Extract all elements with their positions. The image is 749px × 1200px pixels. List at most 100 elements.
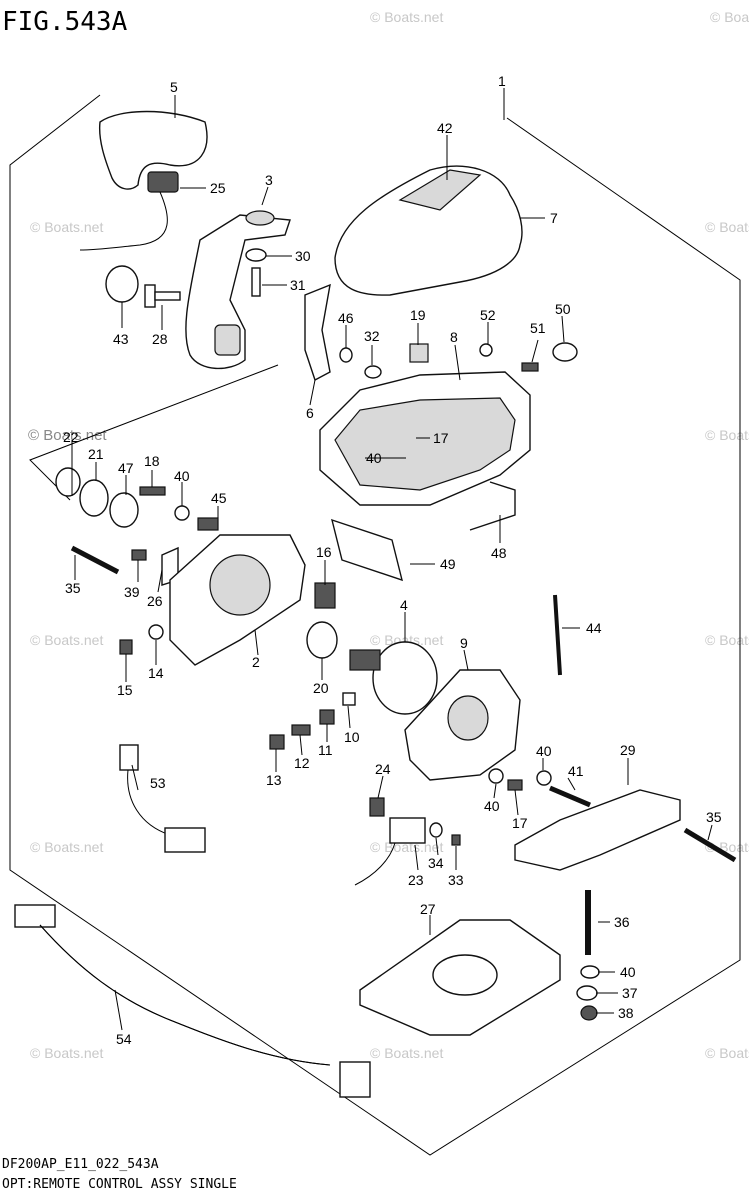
watermark: © Boats.net [370,9,443,25]
watermark: © Boats.net [30,219,103,235]
callout-38: 38 [618,1005,634,1021]
part-10-cap [342,692,356,706]
callout-13: 13 [266,772,282,788]
part-22-snap-ring [55,467,81,497]
callout-40: 40 [174,468,190,484]
part-35b-bolt [683,827,737,863]
part-16-switch [314,582,336,609]
part-39-screw [131,549,147,561]
part-32-screw [364,365,382,379]
callout-43: 43 [113,331,129,347]
part-28-bolt [144,284,181,308]
part-50-clamp [552,342,578,362]
leader-lines [71,95,713,1031]
callout-45: 45 [211,490,227,506]
part-38-nut [580,1005,598,1021]
callout-24: 24 [375,761,391,777]
part-21-washer [79,479,109,517]
watermark: © Boats.net [705,427,749,443]
watermark: © Boats.net [30,1045,103,1061]
watermark: © Boats.net [370,1045,443,1061]
callout-5: 5 [170,79,178,95]
watermark: © Boats.net [705,1045,749,1061]
part-40d-washer [580,965,600,979]
callout-30: 30 [295,248,311,264]
part-6-spring-clip [304,283,331,382]
callout-33: 33 [448,872,464,888]
part-19-clip [409,343,429,363]
part-2-body [169,534,306,666]
part-40c-washer [536,770,552,786]
part-49-pad [331,518,403,582]
part-53-harness [119,744,206,853]
callout-labels: 1 2 3 4 5 6 7 8 9 10 11 12 13 14 15 16 1… [63,73,722,1047]
part-14-washer [148,624,164,640]
watermark: © Boats.net [30,632,103,648]
callout-20: 20 [313,680,329,696]
assembly-outline [9,94,741,1156]
callout-19: 19 [410,307,426,323]
callout-17: 17 [433,430,449,446]
part-40b-washer [488,768,504,784]
part-51-screw [521,362,539,372]
callout-1: 1 [498,73,506,89]
callout-21: 21 [88,446,104,462]
watermark: © Boats.net [705,219,749,235]
callout-15: 15 [117,682,133,698]
callout-11: 11 [318,742,333,758]
callout-29: 29 [620,742,636,758]
callout-16: 16 [316,544,332,560]
part-9-housing [404,669,521,781]
callout-22: 22 [63,429,79,445]
callout-12: 12 [294,755,310,771]
callout-44: 44 [586,620,602,636]
figure-title: FIG.543A [2,7,128,37]
callout-17b: 17 [512,815,528,831]
callout-48: 48 [491,545,507,561]
part-33-screw [451,834,461,846]
watermark: © Boats.net [30,839,103,855]
watermark: © Boats.net [28,427,107,444]
callout-23: 23 [408,872,424,888]
callout-40b: 40 [366,450,382,466]
part-44-tie [553,594,562,676]
part-18-bolt [139,486,166,496]
callout-40c: 40 [536,743,552,759]
callout-37: 37 [622,985,638,1001]
part-4-gear [349,641,438,715]
part-29-bracket [514,789,681,871]
callout-53: 53 [150,775,166,791]
callout-42: 42 [437,120,453,136]
part-24-clip [369,797,385,817]
part-45-spring [197,517,219,531]
watermark: © Boats.net [710,9,749,25]
callout-40d: 40 [484,798,500,814]
watermark: © Boats.net [370,632,443,648]
part-15-screw [119,639,133,655]
part-31-screw [251,267,261,297]
part-3-lever-arm [185,210,291,370]
part-40-washer [174,505,190,521]
part-54-harness [14,904,371,1098]
callout-52: 52 [480,307,496,323]
callout-9: 9 [460,635,468,651]
callout-8: 8 [450,329,458,345]
part-23-sensor [354,817,426,886]
callout-35: 35 [65,580,81,596]
part-20-bushing [306,621,338,659]
callout-39: 39 [124,584,140,600]
callout-27: 27 [420,901,436,917]
part-17b-screw [507,779,523,791]
part-48-key [469,481,516,531]
callout-36: 36 [614,914,630,930]
part-37-washer [576,985,598,1001]
part-27-gasket [359,919,561,1036]
part-5-handle [98,110,208,190]
callout-46: 46 [338,310,354,326]
callout-32: 32 [364,328,380,344]
callout-51: 51 [530,320,546,336]
callout-35b: 35 [706,809,722,825]
callout-6: 6 [306,405,314,421]
callout-25: 25 [210,180,226,196]
